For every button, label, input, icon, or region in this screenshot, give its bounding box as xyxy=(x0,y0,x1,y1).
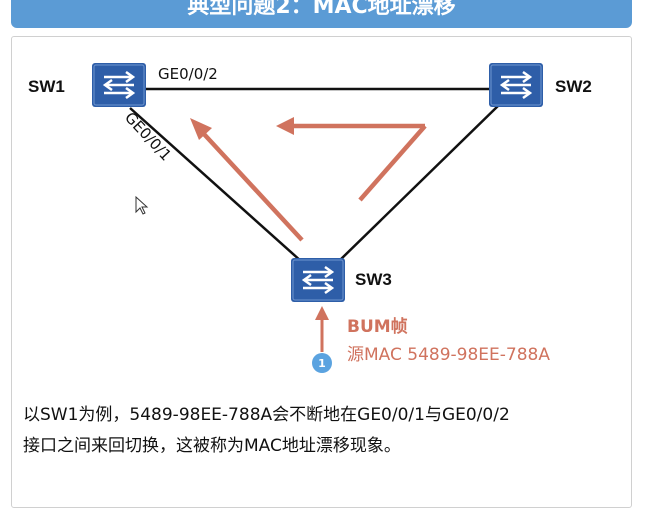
sw2-label: SW2 xyxy=(555,77,592,96)
sw2-switch-icon[interactable] xyxy=(487,61,545,109)
arrow-head-top xyxy=(276,117,294,135)
step-number: 1 xyxy=(318,357,326,370)
arrow-sw3-to-sw1 xyxy=(201,131,304,242)
sw1-label: SW1 xyxy=(28,77,65,96)
arrow-head-ingress xyxy=(315,306,329,320)
title-bar: 典型问题2：MAC地址漂移 xyxy=(11,0,632,28)
link-sw1-sw3 xyxy=(129,107,303,263)
sw1-switch-icon[interactable] xyxy=(90,61,148,109)
loop-arrows xyxy=(190,117,427,352)
port-label-ge001: GE0/0/1 xyxy=(121,108,175,164)
description-line-2: 接口之间来回切换，这被称为MAC地址漂移现象。 xyxy=(23,436,401,456)
slide-title: 典型问题2：MAC地址漂移 xyxy=(187,0,456,19)
network-diagram: SW1 SW2 SW3 GE0/0/2 GE0/0/1 1 BUM帧 源MAC … xyxy=(28,61,592,373)
source-mac-label: 源MAC 5489-98EE-788A xyxy=(347,345,550,365)
bum-frame-label: BUM帧 xyxy=(347,316,408,337)
link-sw2-sw3 xyxy=(337,103,501,263)
mouse-cursor-icon xyxy=(135,195,149,215)
description-line-1: 以SW1为例，5489-98EE-788A会不断地在GE0/0/1与GE0/0/… xyxy=(23,405,510,425)
arrow-head-sw1 xyxy=(190,118,212,140)
sw3-switch-icon[interactable] xyxy=(289,256,347,304)
arrow-sw3-to-sw2 xyxy=(358,124,427,202)
step-badge: 1 xyxy=(312,353,332,373)
port-label-ge002: GE0/0/2 xyxy=(158,65,218,83)
sw3-label: SW3 xyxy=(355,270,392,289)
description-text: 以SW1为例，5489-98EE-788A会不断地在GE0/0/1与GE0/0/… xyxy=(23,400,623,462)
